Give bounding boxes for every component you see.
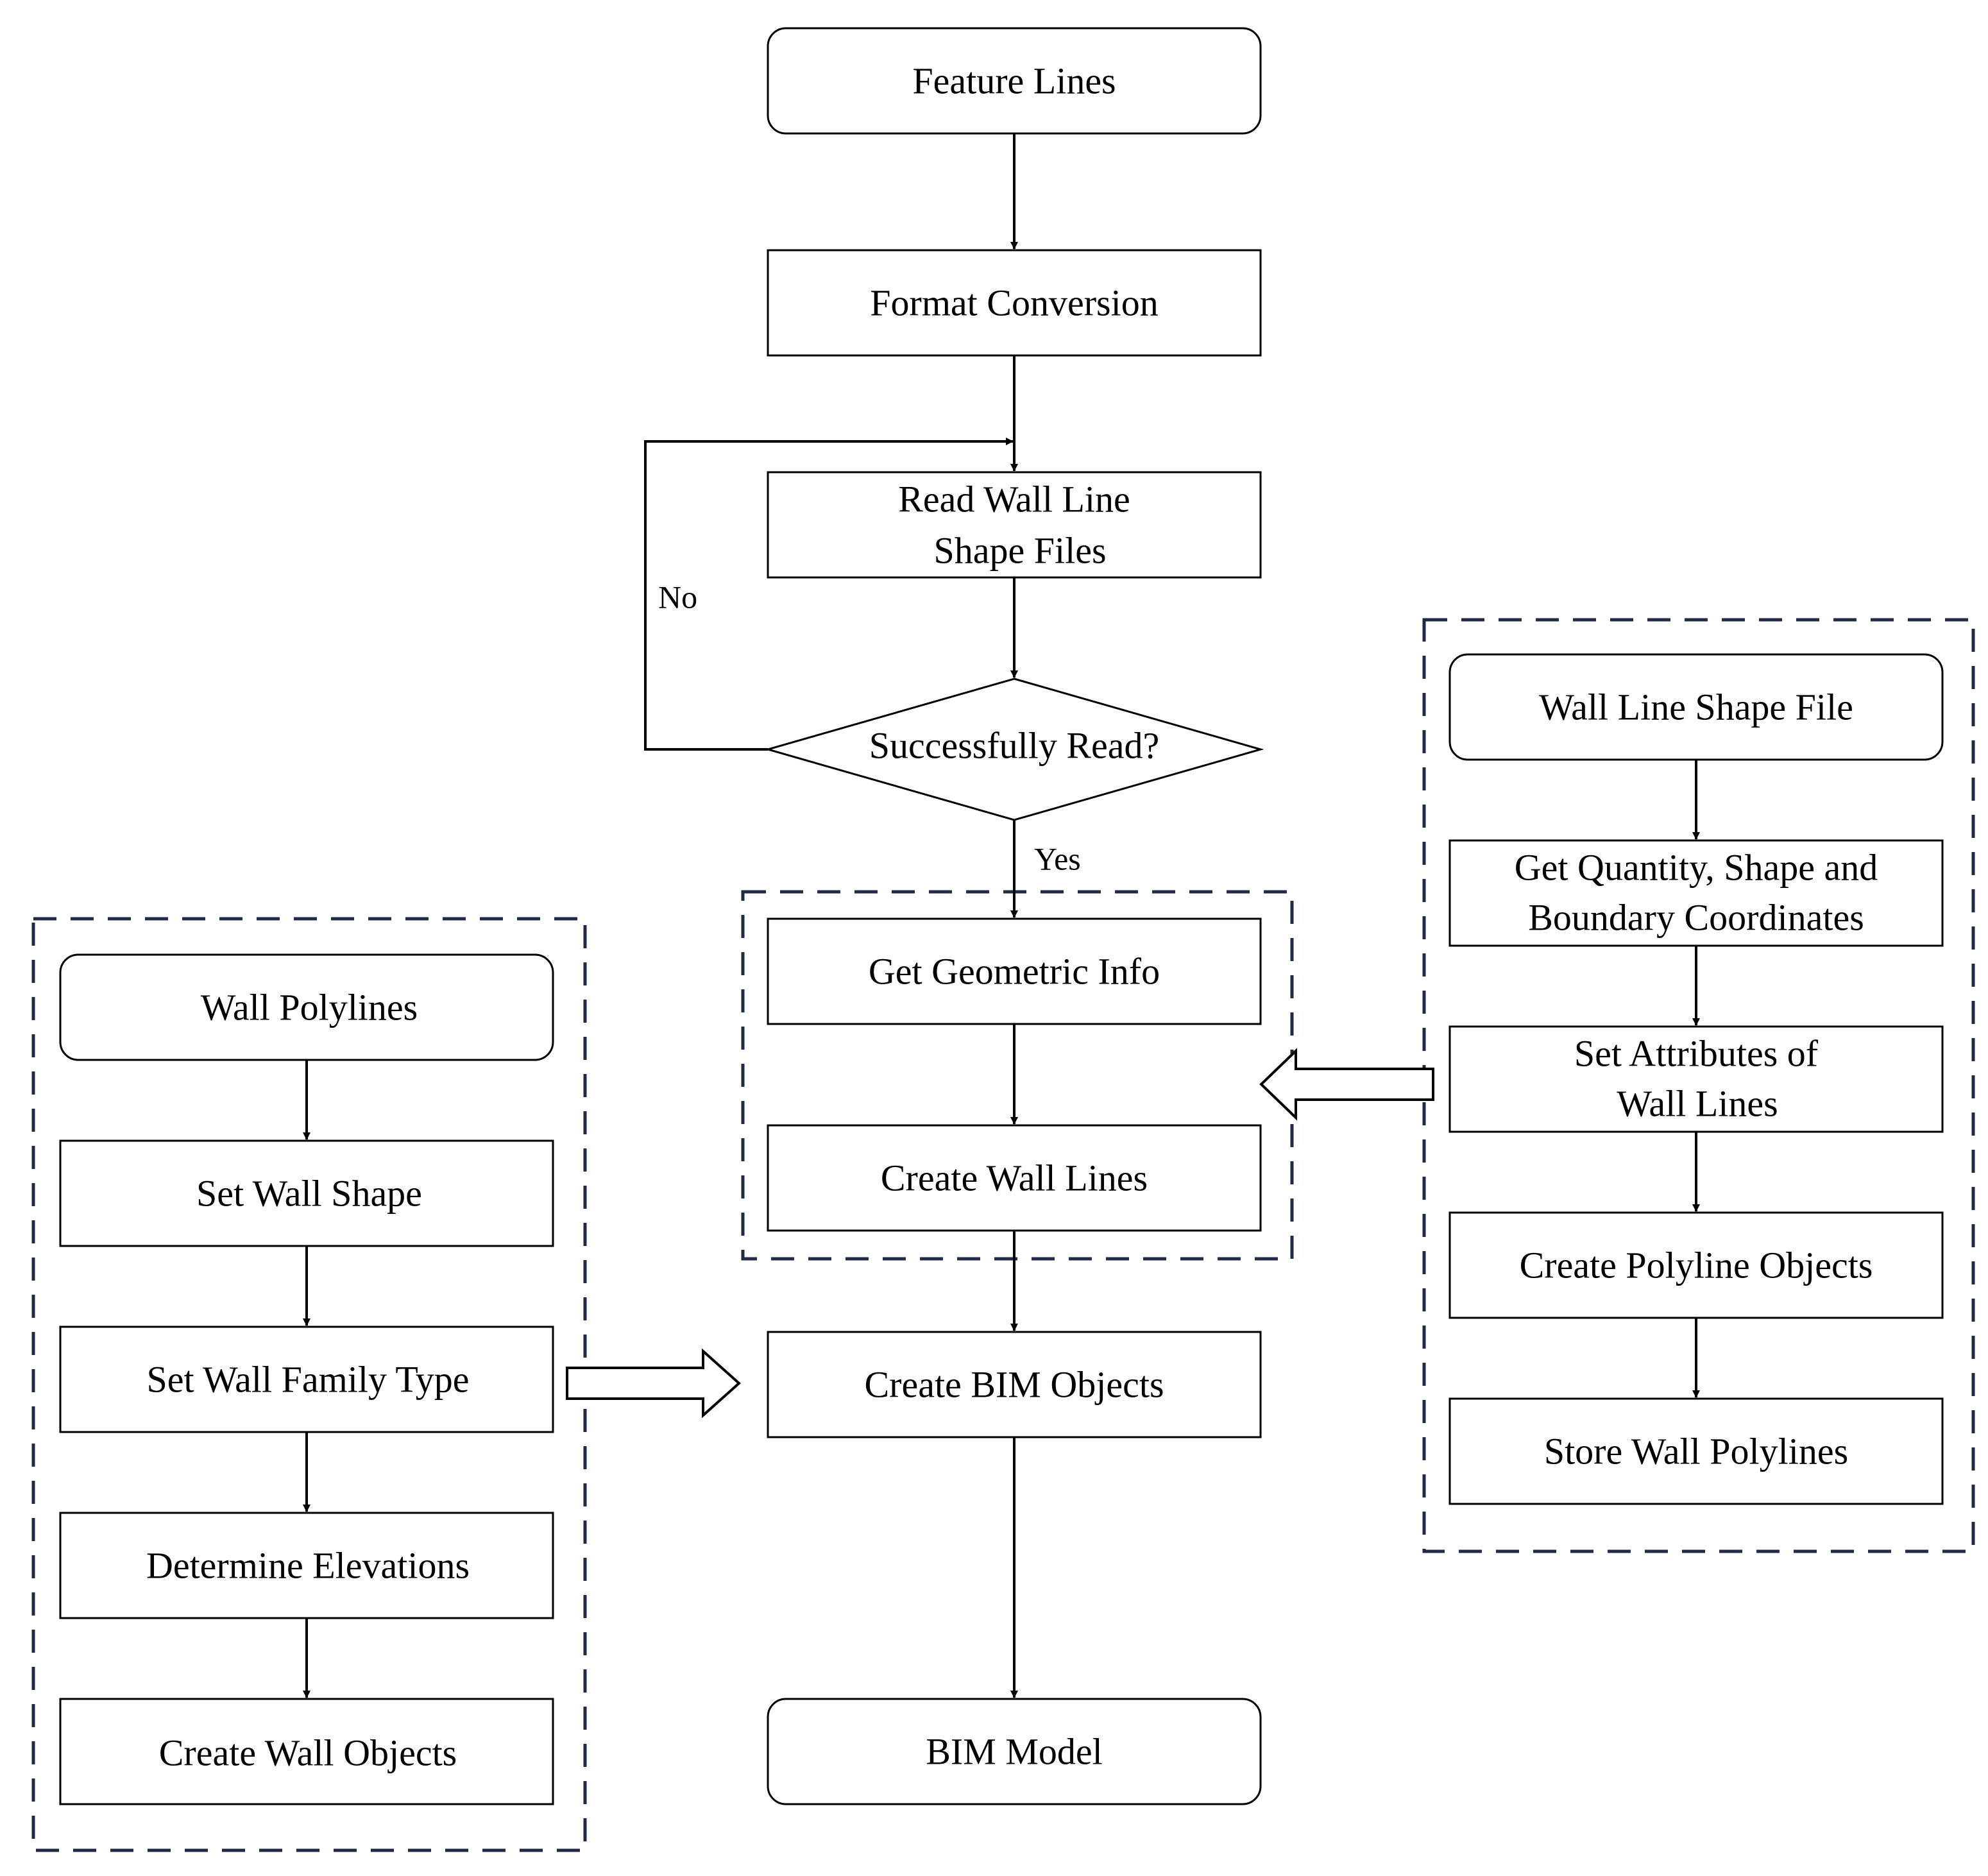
set-attributes-label-1: Set Attributes of bbox=[1574, 1032, 1819, 1074]
determine-elevations-node: Determine Elevations bbox=[59, 1512, 554, 1619]
read-wall-line-label-1: Read Wall Line bbox=[898, 478, 1130, 520]
create-wall-objects-label: Create Wall Objects bbox=[159, 1732, 457, 1773]
wall-polylines-node: Wall Polylines bbox=[59, 953, 554, 1061]
get-quantity-node: Get Quantity, Shape and Boundary Coordin… bbox=[1449, 839, 1944, 947]
store-wall-polylines-label: Store Wall Polylines bbox=[1544, 1430, 1848, 1472]
get-geometric-info-label: Get Geometric Info bbox=[869, 950, 1160, 992]
bim-model-label: BIM Model bbox=[926, 1730, 1103, 1772]
get-quantity-label-1: Get Quantity, Shape and bbox=[1515, 846, 1878, 888]
read-wall-line-node: Read Wall Line Shape Files bbox=[767, 471, 1262, 579]
determine-elevations-label: Determine Elevations bbox=[146, 1544, 470, 1586]
set-wall-family-type-label: Set Wall Family Type bbox=[146, 1358, 469, 1400]
create-wall-objects-node: Create Wall Objects bbox=[59, 1698, 554, 1805]
create-polyline-objects-label: Create Polyline Objects bbox=[1520, 1244, 1873, 1286]
wall-polylines-label: Wall Polylines bbox=[201, 986, 418, 1028]
read-wall-line-label-2: Shape Files bbox=[933, 529, 1106, 571]
set-wall-shape-node: Set Wall Shape bbox=[59, 1139, 554, 1247]
feature-lines-node: Feature Lines bbox=[767, 27, 1262, 135]
create-polyline-objects-node: Create Polyline Objects bbox=[1449, 1211, 1944, 1319]
set-wall-shape-label: Set Wall Shape bbox=[196, 1172, 422, 1214]
create-bim-objects-node: Create BIM Objects bbox=[767, 1331, 1262, 1438]
create-bim-objects-label: Create BIM Objects bbox=[864, 1363, 1164, 1405]
left-panel-to-bim-objects-arrow bbox=[566, 1348, 742, 1419]
set-attributes-node: Set Attributes of Wall Lines bbox=[1449, 1025, 1944, 1133]
wall-line-shape-file-label: Wall Line Shape File bbox=[1539, 686, 1853, 728]
get-quantity-label-2: Boundary Coordinates bbox=[1528, 896, 1864, 938]
get-geometric-info-node: Get Geometric Info bbox=[767, 917, 1262, 1025]
successfully-read-label: Successfully Read? bbox=[869, 724, 1160, 766]
format-conversion-node: Format Conversion bbox=[767, 249, 1262, 357]
bim-model-node: BIM Model bbox=[767, 1698, 1262, 1805]
center-geometry-group bbox=[741, 890, 1294, 1261]
yes-label: Yes bbox=[1034, 840, 1081, 876]
set-attributes-label-2: Wall Lines bbox=[1617, 1082, 1778, 1124]
wall-line-shape-file-node: Wall Line Shape File bbox=[1449, 653, 1944, 761]
store-wall-polylines-node: Store Wall Polylines bbox=[1449, 1397, 1944, 1505]
create-wall-lines-node: Create Wall Lines bbox=[767, 1124, 1262, 1232]
feature-lines-label: Feature Lines bbox=[912, 60, 1116, 101]
no-label: No bbox=[658, 579, 697, 615]
create-wall-lines-label: Create Wall Lines bbox=[881, 1157, 1148, 1198]
right-panel-to-geometry-arrow bbox=[1259, 1048, 1434, 1121]
arrow-no-loop bbox=[644, 438, 1014, 751]
set-wall-family-type-node: Set Wall Family Type bbox=[59, 1326, 554, 1433]
format-conversion-label: Format Conversion bbox=[870, 282, 1158, 323]
successfully-read-decision: Successfully Read? bbox=[764, 678, 1264, 821]
